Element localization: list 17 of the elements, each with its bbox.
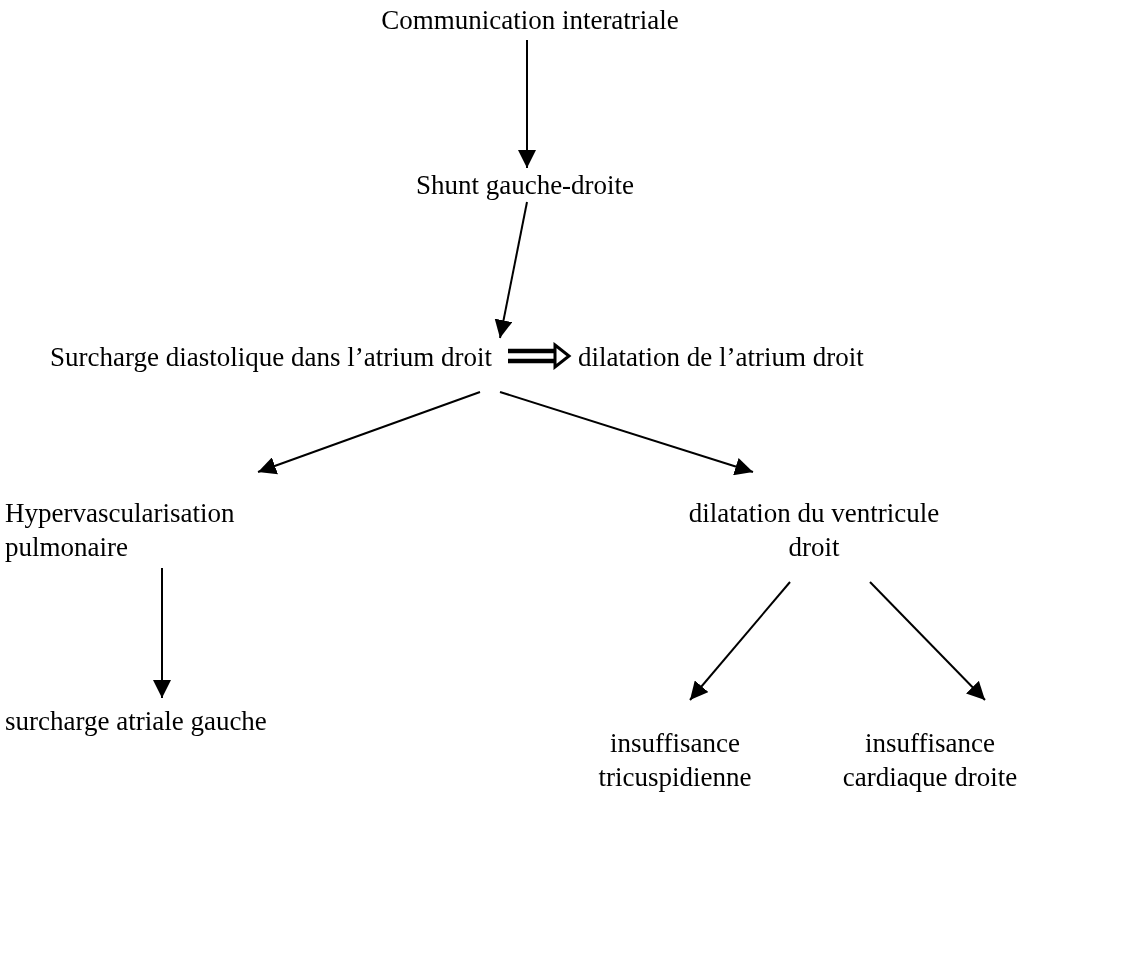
node-text: Surcharge diastolique dans l’atrium droit bbox=[50, 341, 493, 374]
arrow bbox=[518, 39, 536, 169]
arrow bbox=[869, 581, 986, 701]
arrow bbox=[499, 391, 754, 476]
node-text: insuffisance cardiaque droite bbox=[841, 727, 1019, 794]
node-text: dilatation du ventricule droit bbox=[687, 497, 941, 564]
node-text: Communication interatriale bbox=[380, 4, 680, 37]
node-text: Shunt gauche-droite bbox=[414, 169, 636, 202]
node-text: insuffisance tricuspidienne bbox=[597, 727, 753, 794]
double-arrow bbox=[505, 343, 571, 369]
arrow bbox=[494, 201, 528, 339]
arrow bbox=[689, 581, 791, 701]
arrow bbox=[257, 391, 481, 475]
node-text: surcharge atriale gauche bbox=[5, 705, 268, 738]
arrow bbox=[153, 567, 171, 699]
node-text: Hypervascularisation pulmonaire bbox=[5, 497, 236, 564]
node-text: dilatation de l’atrium droit bbox=[578, 341, 865, 374]
